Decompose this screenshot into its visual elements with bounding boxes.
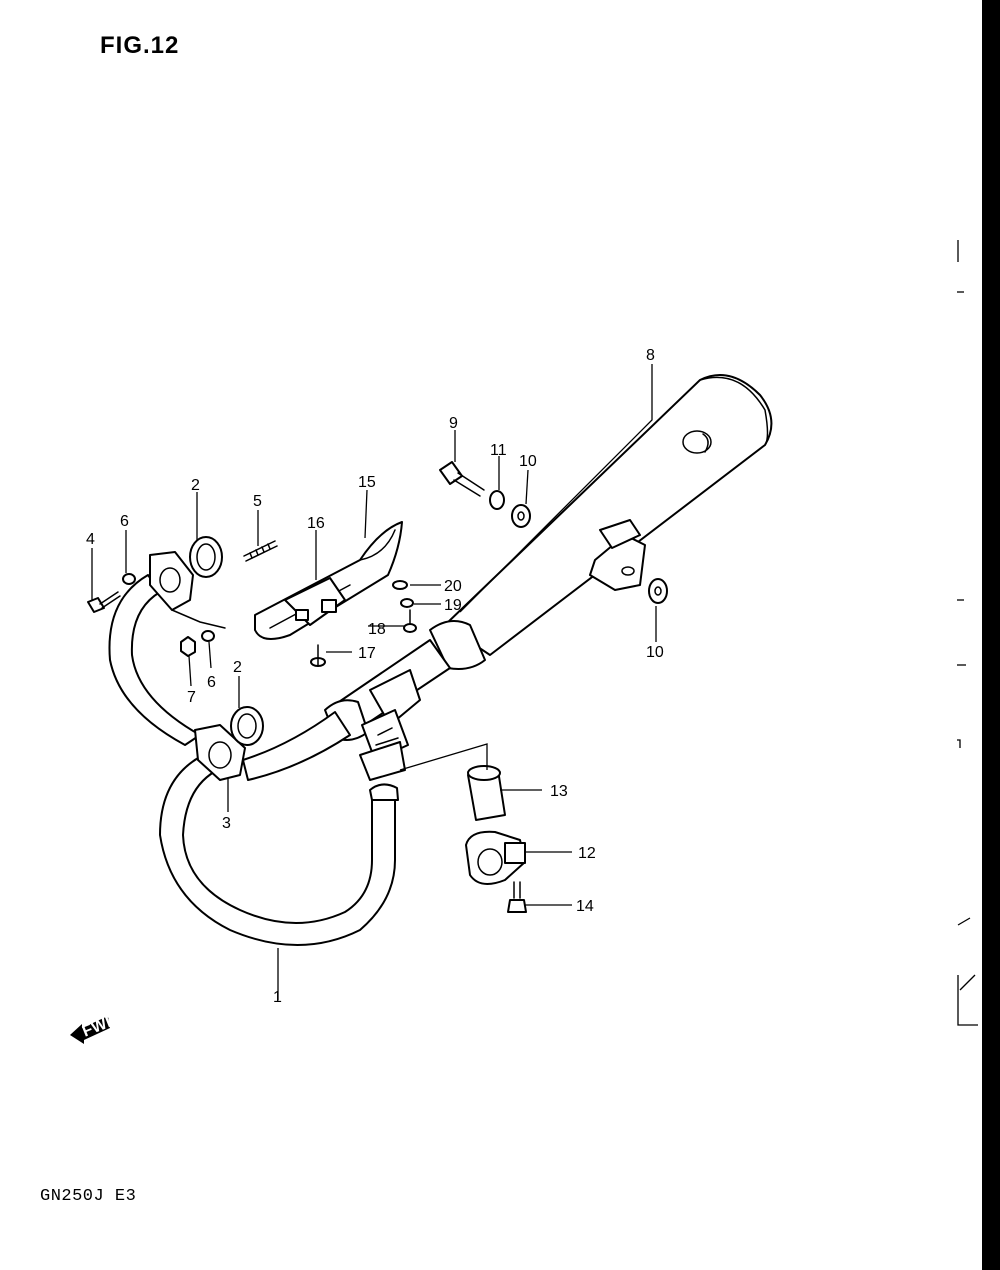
callout-10-lower: 10	[646, 644, 664, 661]
callout-5: 5	[253, 493, 262, 510]
figure-title: FIG.12	[100, 32, 180, 59]
scan-edge-marks	[957, 240, 978, 1026]
callout-9: 9	[449, 415, 458, 432]
callout-2-upper: 2	[191, 477, 200, 494]
callout-20: 20	[444, 578, 462, 595]
callout-16: 16	[307, 515, 325, 532]
gasket-upper	[189, 536, 223, 578]
clamp-12	[465, 830, 526, 885]
callout-1: 1	[273, 989, 282, 1006]
screw-18	[403, 609, 417, 633]
page-edge-bar	[982, 0, 1000, 1270]
washer-6b	[201, 630, 215, 642]
connector-cap-13	[467, 765, 506, 821]
callout-4: 4	[86, 531, 95, 548]
washer-19	[400, 598, 414, 608]
lock-washer-11	[489, 490, 505, 510]
fwd-arrow-icon: FWD	[70, 1011, 120, 1044]
washer-6a	[122, 573, 136, 585]
callout-7: 7	[187, 689, 196, 706]
collector	[324, 639, 451, 781]
bolt-4	[87, 591, 121, 613]
exhaust-pipe	[108, 551, 399, 946]
washer-10a	[511, 504, 531, 528]
screw-17	[310, 644, 326, 667]
stud-5	[243, 540, 278, 562]
callout-10-upper: 10	[519, 453, 537, 470]
assembly-line	[171, 609, 226, 629]
washer-20	[392, 580, 408, 590]
fwd-label: FWD	[80, 1011, 120, 1040]
clamp-bolt-14	[507, 881, 527, 913]
muffler	[429, 374, 773, 670]
gasket-lower	[230, 706, 264, 746]
nut-7	[180, 636, 196, 657]
callout-6-right: 6	[207, 674, 216, 691]
callout-17: 17	[358, 645, 376, 662]
bracket	[284, 577, 346, 626]
callout-18: 18	[368, 621, 386, 638]
callout-numbers: 1 2 2 3 4 5 6 6 7 8 9 10 10 11 12 13 14 …	[86, 347, 664, 1006]
model-code: GN250J E3	[40, 1187, 137, 1206]
callout-19: 19	[444, 597, 462, 614]
callout-6-left: 6	[120, 513, 129, 530]
callout-13: 13	[550, 783, 568, 800]
callout-12: 12	[578, 845, 596, 862]
callout-11: 11	[490, 442, 507, 459]
callout-2-lower: 2	[233, 659, 242, 676]
washer-10b	[648, 578, 668, 604]
callout-14: 14	[576, 898, 594, 915]
callout-8: 8	[646, 347, 655, 364]
bolt-9	[439, 461, 485, 497]
leader-lines	[91, 364, 657, 1000]
callout-3: 3	[222, 815, 231, 832]
callout-15: 15	[358, 474, 376, 491]
